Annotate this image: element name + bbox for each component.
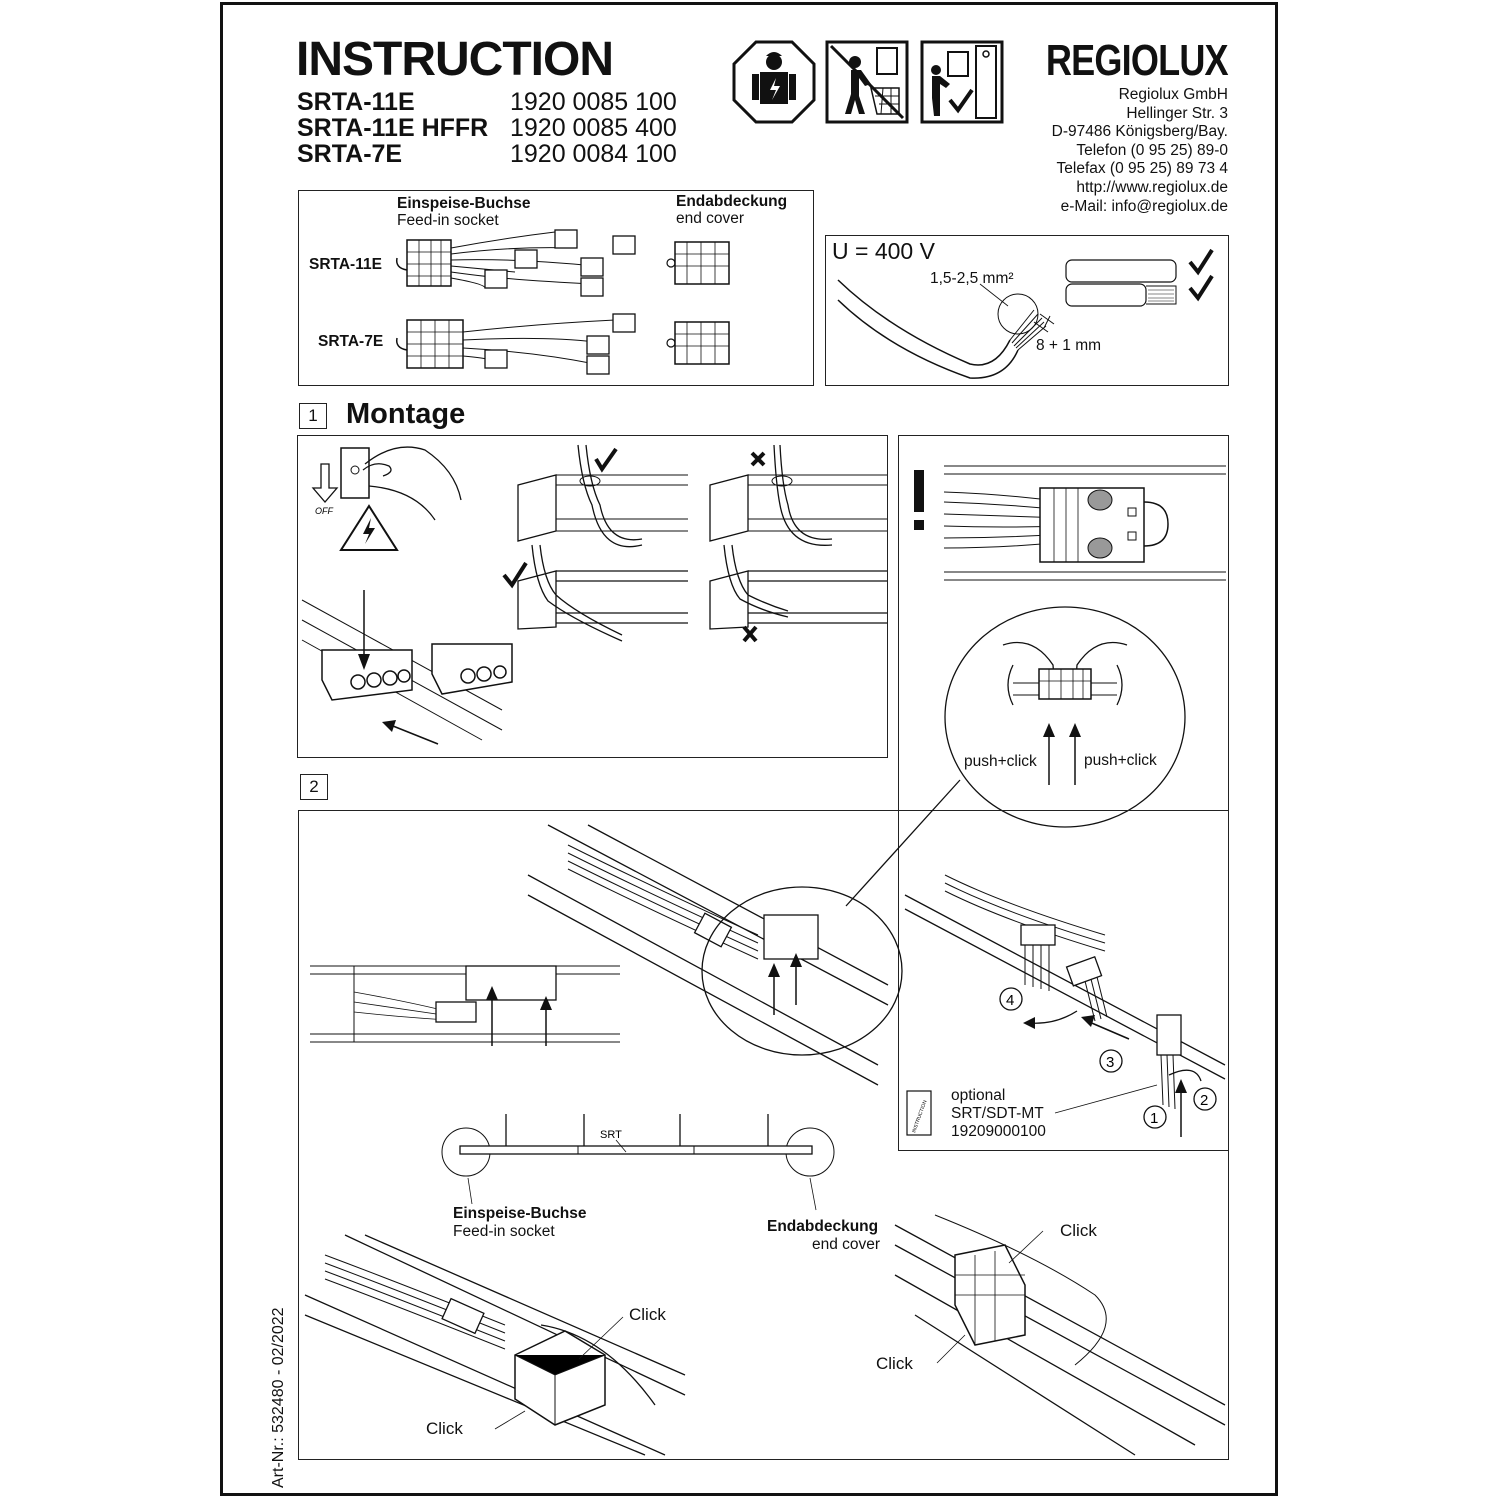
model-name-1: SRTA-11E: [297, 88, 415, 116]
address-line: e-Mail: info@regiolux.de: [1060, 197, 1228, 215]
click-label-1: Click: [629, 1305, 666, 1324]
push-click-label-left: push+click: [964, 753, 1037, 770]
address-line: Telefon (0 95 25) 89-0: [1076, 141, 1228, 159]
connector-alignment-drawing: [943, 465, 1226, 581]
seq-3: 3: [1106, 1054, 1114, 1071]
track-connection-drawing: [527, 824, 903, 1086]
model-artno-1: 1920 0085 100: [510, 88, 677, 116]
cable-stripping-drawing: [837, 248, 1214, 379]
optional-line: optional: [951, 1087, 1006, 1104]
model-name-2: SRTA-11E HFFR: [297, 114, 489, 142]
page-title: INSTRUCTION: [296, 33, 614, 86]
step-1-number: 1: [299, 403, 327, 429]
feed-in-label-de-2: Einspeise-Buchse: [453, 1205, 587, 1222]
detail-leader-line: [845, 779, 961, 907]
optional-tool-label: optional SRT/SDT-MT 19209000100: [951, 1087, 1046, 1141]
connector-detail-panel: [898, 435, 1229, 1151]
company-address: Regiolux GmbH Hellinger Str. 3 D-97486 K…: [1052, 86, 1228, 216]
track-layout-diagram: SRT: [441, 1114, 835, 1211]
read-manual-icon: [920, 40, 1004, 124]
srta-7e-end-cover-drawing: [666, 321, 730, 365]
end-cover-label-en-2: end cover: [812, 1236, 881, 1253]
end-cover-label-en: end cover: [676, 210, 745, 227]
model-name-3: SRTA-7E: [297, 140, 403, 168]
push-click-label-right: push+click: [1084, 752, 1157, 769]
address-line: Hellinger Str. 3: [1126, 104, 1228, 122]
components-panel: [298, 190, 814, 386]
brand-logo: REGIOLUX: [1046, 36, 1229, 85]
voltage-label: U = 400 V: [832, 238, 935, 264]
cross-section-label: 1,5-2,5 mm²: [930, 270, 1014, 287]
feed-in-label-en-2: Feed-in socket: [453, 1223, 555, 1240]
wiring-panel: [825, 235, 1229, 386]
no-tampering-icon: [825, 40, 909, 124]
optional-line: 19209000100: [951, 1123, 1046, 1140]
strip-length-label: 8 + 1 mm: [1036, 337, 1102, 354]
article-number: Art-Nr.: 532480 - 02/2022: [270, 1307, 287, 1488]
srta-11e-end-cover-drawing: [666, 241, 730, 285]
address-line: D-97486 Königsberg/Bay.: [1051, 123, 1228, 141]
feed-in-label-de: Einspeise-Buchse: [397, 195, 531, 212]
end-cover-mounting-drawing: [894, 1214, 1226, 1456]
address-line: Telefax (0 95 25) 89 73 4: [1056, 160, 1228, 178]
srta-11e-feed-in-drawing: [395, 229, 636, 297]
push-click-detail-circle: [944, 606, 1186, 828]
click-label-2: Click: [426, 1419, 463, 1438]
track-side-view-drawing: [310, 965, 620, 1046]
optional-line: SRT/SDT-MT: [951, 1105, 1044, 1122]
end-cover-label-de-2: Endabdeckung: [767, 1218, 879, 1235]
connector-assembly-sequence-drawing: 4 3 2 1 INSTRUCTION: [904, 874, 1226, 1137]
srta-7e-feed-in-drawing: [395, 313, 636, 375]
seq-4: 4: [1006, 992, 1014, 1009]
step-2-number: 2: [300, 774, 328, 800]
terminal-insertion-drawing: [301, 590, 513, 745]
srt-label: SRT: [600, 1129, 622, 1141]
model-artno-3: 1920 0084 100: [510, 140, 677, 168]
click-label-4: Click: [876, 1354, 913, 1373]
step-1-title: Montage: [346, 398, 466, 430]
model-artno-2: 1920 0085 400: [510, 114, 677, 142]
step-2-panel: [298, 810, 1229, 1460]
component-row-label-2: SRTA-7E: [318, 333, 384, 350]
step-1-panel: [297, 435, 888, 758]
warning-exclamation-icon: [914, 470, 924, 530]
off-label: OFF: [315, 506, 333, 516]
component-row-label-1: SRTA-11E: [309, 256, 382, 273]
power-off-drawing: OFF: [311, 446, 462, 551]
end-cover-label-de: Endabdeckung: [676, 193, 788, 210]
cable-routing-drawing: [502, 444, 887, 643]
address-line: http://www.regiolux.de: [1076, 178, 1228, 196]
feed-in-label-en: Feed-in socket: [397, 212, 499, 229]
electrician-icon: [732, 40, 816, 124]
seq-1: 1: [1150, 1110, 1158, 1127]
seq-2: 2: [1200, 1092, 1208, 1109]
feed-in-mounting-drawing: [304, 1234, 686, 1456]
click-label-3: Click: [1060, 1221, 1097, 1240]
instruction-sheet: [220, 2, 1278, 1496]
address-line: Regiolux GmbH: [1118, 86, 1228, 103]
